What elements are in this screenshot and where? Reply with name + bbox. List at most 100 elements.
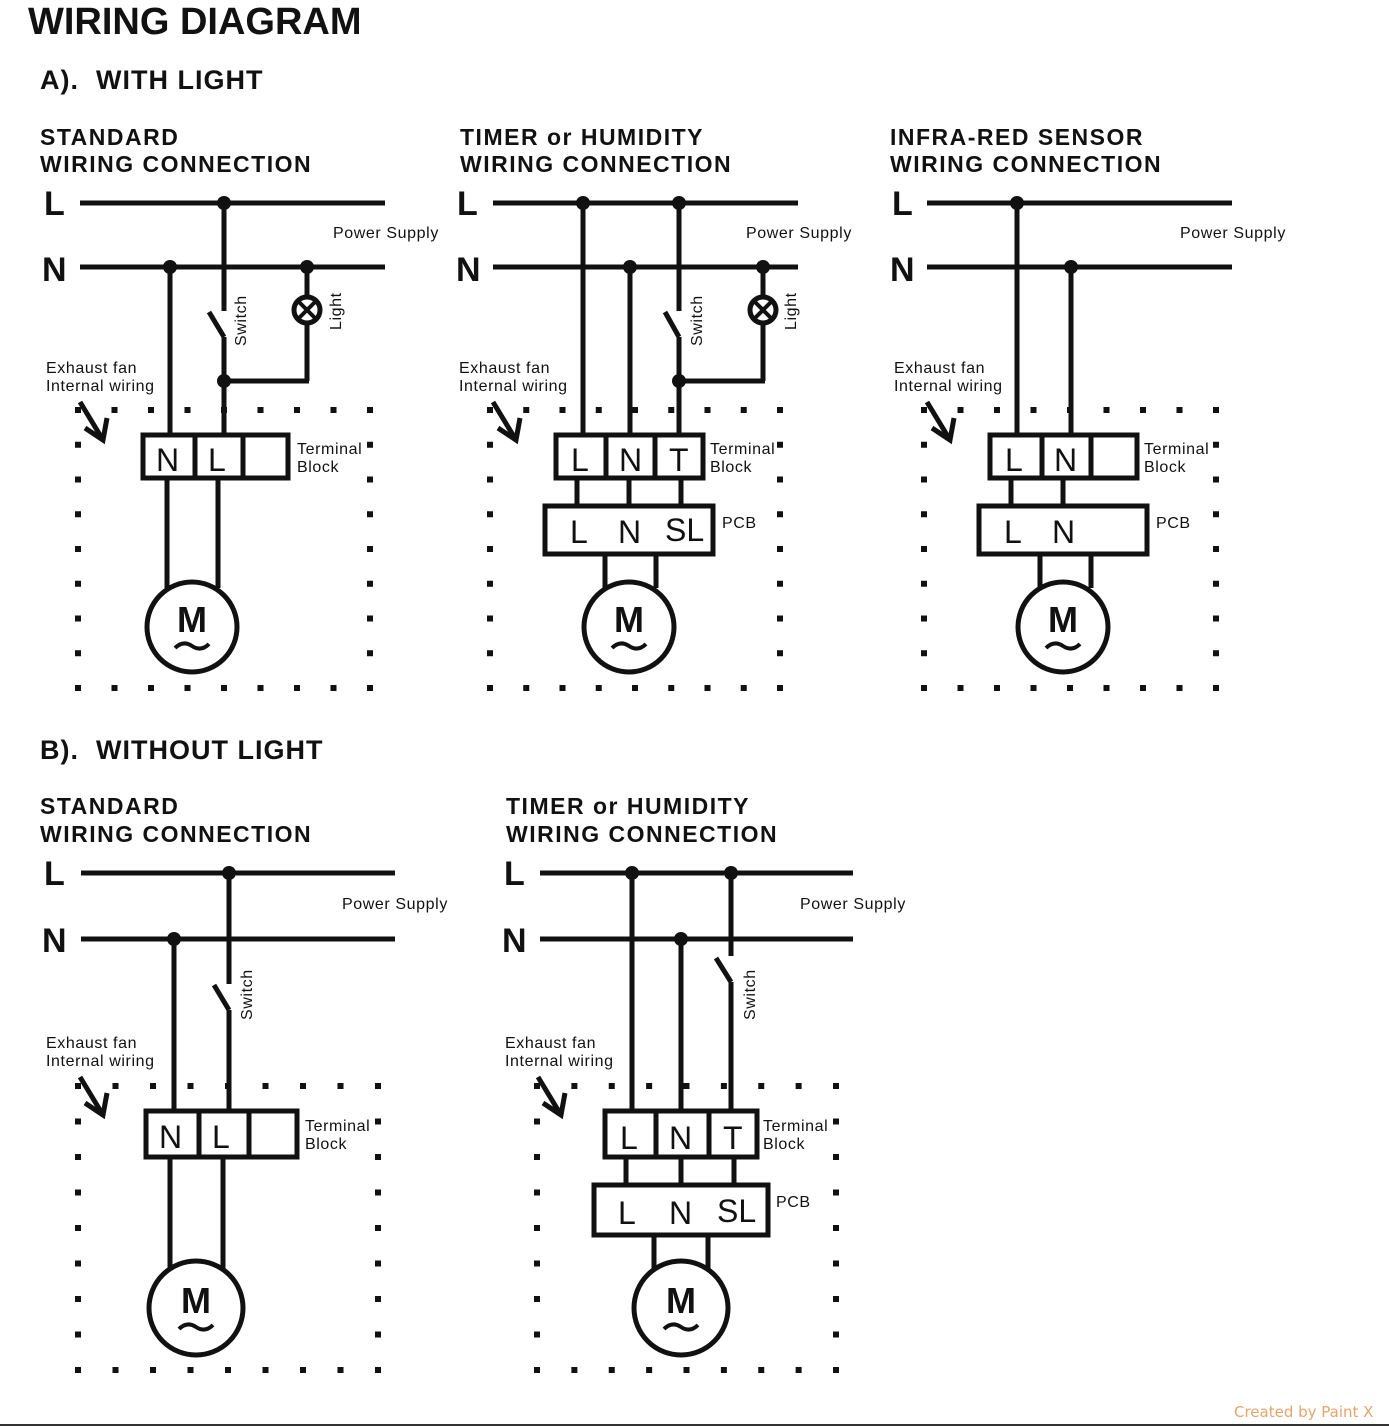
arrow-icon [490,400,523,445]
enclosure-dot [957,407,964,413]
section-a-heading: A). WITH LIGHT [40,65,263,95]
enclosure-dot [487,441,493,448]
enclosure-dot [375,1331,381,1338]
enclosure-dot [795,1083,802,1089]
fan-note-line1: Exhaust fan [46,1035,137,1052]
enclosure-dot [921,476,927,483]
enclosure-dot [833,1367,839,1373]
enclosure-dot [921,685,927,691]
enclosure-dot [921,580,927,587]
enclosure-dot [1067,685,1073,691]
motor-icon: M [581,579,677,675]
enclosure-dot [833,1154,839,1160]
enclosure-dot [1030,407,1037,413]
motor-label: M [181,1280,211,1321]
enclosure-dot [1030,685,1037,691]
enclosure-dot [534,1225,540,1231]
fan-enclosure-boundary [75,1083,381,1373]
enclosure-dot [1067,407,1073,413]
enclosure-dot [1140,685,1146,691]
pcb-label: PCB [776,1194,811,1211]
enclosure-dot [112,1083,119,1089]
terminal-block: L N T [553,432,706,481]
fan-enclosure-boundary [534,1083,839,1373]
fan-note-line1: Exhaust fan [505,1035,596,1052]
terminal-label: L [1005,442,1023,478]
section-b-heading: B). WITHOUT LIGHT [40,735,323,765]
enclosure-dot [1213,615,1219,622]
enclosure-dot [1213,685,1219,691]
enclosure-dot [704,407,711,413]
enclosure-dot [187,1083,194,1089]
enclosure-dot [1176,685,1183,691]
terminal-label: N [159,1119,182,1155]
arrow-icon [77,400,110,445]
terminal-block: L N [987,432,1140,481]
enclosure-dot [704,685,711,691]
switch-label: Switch [689,295,706,346]
light-label: Light [783,292,800,330]
enclosure-dot [375,1260,381,1267]
bus-l-label: L [44,185,65,223]
terminal-block-label-line2: Block [297,459,340,476]
power-supply-label: Power Supply [333,225,439,242]
pcb-terminal-label: SL [717,1193,756,1229]
enclosure-dot [75,1367,81,1373]
fan-note-line1: Exhaust fan [46,360,137,377]
enclosure-dot [608,1367,615,1373]
pcb-terminal-label: N [618,514,641,550]
light-label: Light [328,292,345,330]
diagram-b1-standard: STANDARD WIRING CONNECTION L N Power Sup… [40,793,447,1373]
bus-n-label: N [42,922,67,960]
enclosure-dot [375,1189,381,1196]
enclosure-dot [957,685,964,691]
enclosure-dot [921,511,927,518]
terminal-label: T [723,1120,743,1156]
enclosure-dot [595,407,602,413]
enclosure-dot [184,685,191,691]
enclosure-dot [257,685,264,691]
enclosure-dot [367,407,373,413]
fan-enclosure-boundary [75,407,373,691]
motor-label: M [666,1280,696,1321]
enclosure-dot [221,407,227,413]
diagram-title-line1: STANDARD [40,793,179,819]
enclosure-dot [75,441,81,448]
enclosure-dot [833,1296,839,1302]
diagram-title-line2: WIRING CONNECTION [40,151,312,177]
bus-n-label: N [890,251,915,289]
enclosure-dot [559,685,566,691]
enclosure-dot [487,580,493,587]
enclosure-dot [75,580,81,587]
power-supply-label: Power Supply [746,225,852,242]
enclosure-dot [921,441,927,448]
enclosure-dot [921,615,927,622]
terminal-block-label-line1: Terminal [763,1118,828,1135]
switch-label: Switch [239,969,256,1020]
terminal-block-label-line1: Terminal [1144,441,1209,458]
motor-icon: M [144,579,240,675]
diagram-title-line2: WIRING CONNECTION [506,821,778,847]
enclosure-dot [75,615,81,622]
enclosure-dot [777,511,783,518]
enclosure-dot [1213,441,1219,448]
terminal-block: L N T [602,1108,760,1160]
enclosure-dot [375,1225,381,1231]
fan-note-line1: Exhaust fan [894,360,985,377]
terminal-block-label-line2: Block [305,1136,348,1153]
terminal-block-label-line2: Block [710,459,753,476]
enclosure-dot [740,407,747,413]
enclosure-dot [487,650,493,657]
enclosure-dot [534,1154,540,1160]
enclosure-dot [777,615,783,622]
enclosure-dot [777,650,783,657]
bus-l-label: L [504,855,525,893]
enclosure-dot [777,580,783,587]
enclosure-dot [571,1083,578,1089]
terminal-block-label-line2: Block [1144,459,1187,476]
bus-n-label: N [456,251,481,289]
enclosure-dot [1103,685,1110,691]
enclosure-dot [184,407,191,413]
enclosure-dot [75,1260,81,1267]
